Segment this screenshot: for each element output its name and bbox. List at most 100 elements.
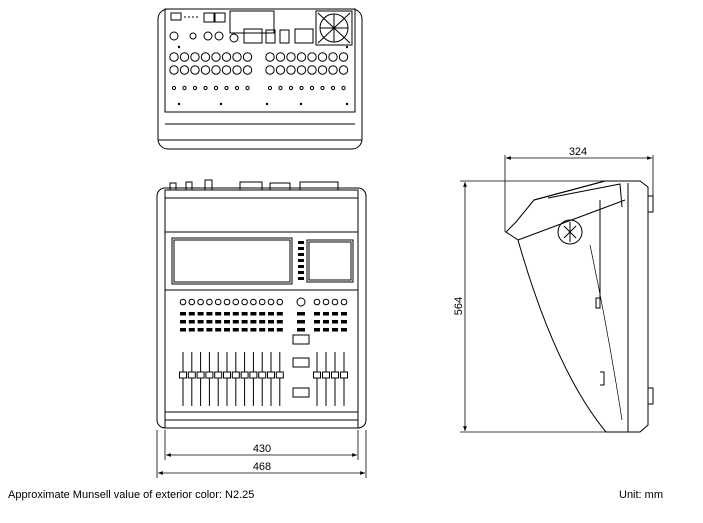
side-view bbox=[505, 180, 654, 433]
fader-knob-icon bbox=[223, 371, 231, 379]
channel-key bbox=[332, 312, 338, 316]
channel-knobs bbox=[179, 298, 348, 306]
fader-knob-icon bbox=[214, 371, 223, 379]
xlr-connector-icon bbox=[200, 52, 211, 62]
fader-knob-icon bbox=[179, 371, 187, 379]
knob-icon bbox=[232, 298, 240, 306]
xlr-connector-icon bbox=[169, 52, 179, 62]
front-view bbox=[156, 179, 367, 429]
rear-view bbox=[157, 8, 363, 150]
power-inlet-a bbox=[243, 28, 263, 44]
channel-key bbox=[323, 320, 329, 324]
channel-key bbox=[276, 320, 283, 324]
screw bbox=[219, 102, 223, 106]
fader-knob-icon bbox=[258, 371, 267, 379]
front-dimensions bbox=[156, 430, 367, 478]
channel-key bbox=[232, 328, 239, 332]
fader-knob-icon bbox=[196, 371, 205, 379]
fader-knob-icon bbox=[322, 371, 330, 379]
xlr-connector-icon bbox=[307, 65, 317, 75]
channel-key bbox=[297, 312, 305, 316]
dimension-564-label: 564 bbox=[453, 297, 465, 315]
screen-key bbox=[298, 271, 304, 274]
channel-key bbox=[268, 320, 274, 324]
channel-key bbox=[224, 320, 230, 324]
unit-label: Unit: mm bbox=[619, 489, 663, 501]
xlr-latch bbox=[320, 85, 325, 91]
channel-key bbox=[188, 328, 195, 332]
knob-icon bbox=[214, 298, 222, 306]
screw bbox=[177, 45, 181, 49]
knob-icon bbox=[322, 298, 330, 306]
center-display-c bbox=[292, 387, 310, 398]
channel-key bbox=[197, 312, 204, 316]
control-surface bbox=[164, 189, 359, 429]
xlr-connector-icon bbox=[307, 52, 317, 62]
xlr-latch bbox=[224, 85, 229, 91]
channel-key bbox=[341, 320, 347, 324]
channel-key bbox=[314, 312, 320, 316]
xlr-connector-icon bbox=[296, 52, 307, 62]
channel-key bbox=[180, 320, 186, 324]
center-display-a bbox=[292, 334, 310, 345]
xlr-latch bbox=[278, 85, 283, 91]
xlr-connector-icon bbox=[286, 52, 296, 62]
xlr-connector-icon bbox=[275, 52, 286, 62]
channel-key bbox=[250, 312, 257, 316]
xlr-latch bbox=[341, 85, 346, 91]
side-logo-icon bbox=[557, 219, 583, 245]
channel-key bbox=[241, 328, 248, 332]
fader-knob-icon bbox=[240, 371, 249, 379]
xlr-connector-icon bbox=[200, 65, 211, 75]
screen-key bbox=[298, 247, 304, 250]
channel-key bbox=[314, 328, 320, 332]
secondary-screen bbox=[306, 239, 354, 283]
channel-key bbox=[241, 312, 248, 316]
xlr-connector-icon bbox=[265, 65, 275, 75]
xlr-connector-icon bbox=[265, 52, 275, 62]
channel-key bbox=[232, 320, 239, 324]
xlr-connector-icon bbox=[286, 65, 296, 75]
channel-key bbox=[197, 328, 204, 332]
channel-key bbox=[206, 328, 213, 332]
xlr-connector-icon bbox=[190, 52, 200, 62]
channel-key bbox=[259, 328, 266, 332]
screen-keys bbox=[298, 241, 304, 280]
main-touchscreen bbox=[171, 237, 293, 285]
expansion-slot bbox=[229, 10, 275, 34]
screen-key bbox=[298, 277, 304, 280]
channel-key bbox=[297, 328, 305, 332]
knob-icon bbox=[276, 298, 284, 306]
side-dimensions bbox=[460, 155, 654, 433]
knob-icon bbox=[179, 298, 187, 306]
xlr-connector-icon bbox=[317, 52, 328, 62]
xlr-connector-icon bbox=[242, 65, 253, 75]
panel-screws bbox=[177, 45, 349, 106]
side-profile bbox=[505, 180, 649, 433]
channel-key bbox=[276, 312, 283, 316]
xlr-latch bbox=[192, 85, 198, 91]
knob-icon bbox=[340, 298, 348, 306]
knob-icon bbox=[197, 298, 204, 306]
channel-key bbox=[314, 320, 320, 324]
dimension-324-label: 324 bbox=[569, 146, 587, 158]
fader-knob-icon bbox=[187, 371, 196, 379]
channel-key bbox=[332, 328, 338, 332]
xlr-latch bbox=[171, 85, 177, 91]
channel-key bbox=[341, 328, 347, 332]
fader-knob-icon bbox=[275, 371, 284, 379]
channel-key bbox=[232, 312, 239, 316]
channel-key bbox=[323, 312, 329, 316]
xlr-latch bbox=[245, 85, 250, 91]
fader-knob-icon bbox=[313, 371, 321, 379]
channel-key bbox=[341, 312, 347, 316]
xlr-connector-icon bbox=[328, 52, 338, 62]
screw bbox=[299, 102, 303, 106]
screen-key bbox=[298, 253, 304, 256]
xlr-latch bbox=[299, 85, 304, 91]
xlr-latch bbox=[309, 85, 315, 91]
xlr-latch bbox=[182, 85, 187, 91]
fader-bank bbox=[179, 352, 348, 406]
screw bbox=[265, 102, 269, 106]
